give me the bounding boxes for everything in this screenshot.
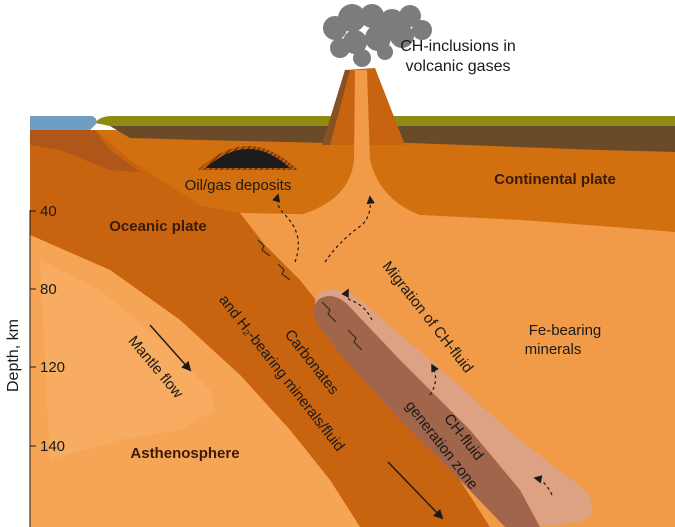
fe-bearing-label-line2: minerals xyxy=(525,341,582,358)
oceanic-plate-slab xyxy=(30,130,490,527)
asthenosphere-label: Asthenosphere xyxy=(130,445,239,462)
continental-plate-label: Continental plate xyxy=(494,171,616,188)
depth-tick-40: 40 xyxy=(40,203,57,220)
volcano-soil xyxy=(322,70,350,145)
depth-tick-80: 80 xyxy=(40,281,57,298)
fault-zigzag xyxy=(257,239,363,351)
flow-arrow-icon xyxy=(387,461,444,520)
depth-tick-120: 120 xyxy=(40,359,65,376)
flow-arrow-icon xyxy=(149,324,192,372)
depth-tick-140: 140 xyxy=(40,438,65,455)
depth-axis-label: Depth, km xyxy=(5,319,22,392)
generation-zone xyxy=(314,296,540,527)
depth-ticks xyxy=(30,210,36,447)
oceanic-plate-label: Oceanic plate xyxy=(109,218,207,235)
volcanic-gases-label-line1: CH-inclusions in xyxy=(400,38,516,55)
ocean-water xyxy=(30,116,97,130)
mantle-flow-zone xyxy=(40,260,215,460)
oil-gas-label: Oil/gas deposits xyxy=(185,177,292,194)
smoke-cloud-icon xyxy=(323,4,432,67)
oceanic-crust-layer xyxy=(30,130,140,172)
volcanic-gases-label-line2: volcanic gases xyxy=(406,58,511,75)
fe-bearing-label-line1: Fe-bearing xyxy=(529,322,602,339)
volcanic-conduit xyxy=(300,70,420,215)
dashed-migration-arrow-icon xyxy=(272,193,553,496)
oil-gas-deposit xyxy=(206,149,290,168)
